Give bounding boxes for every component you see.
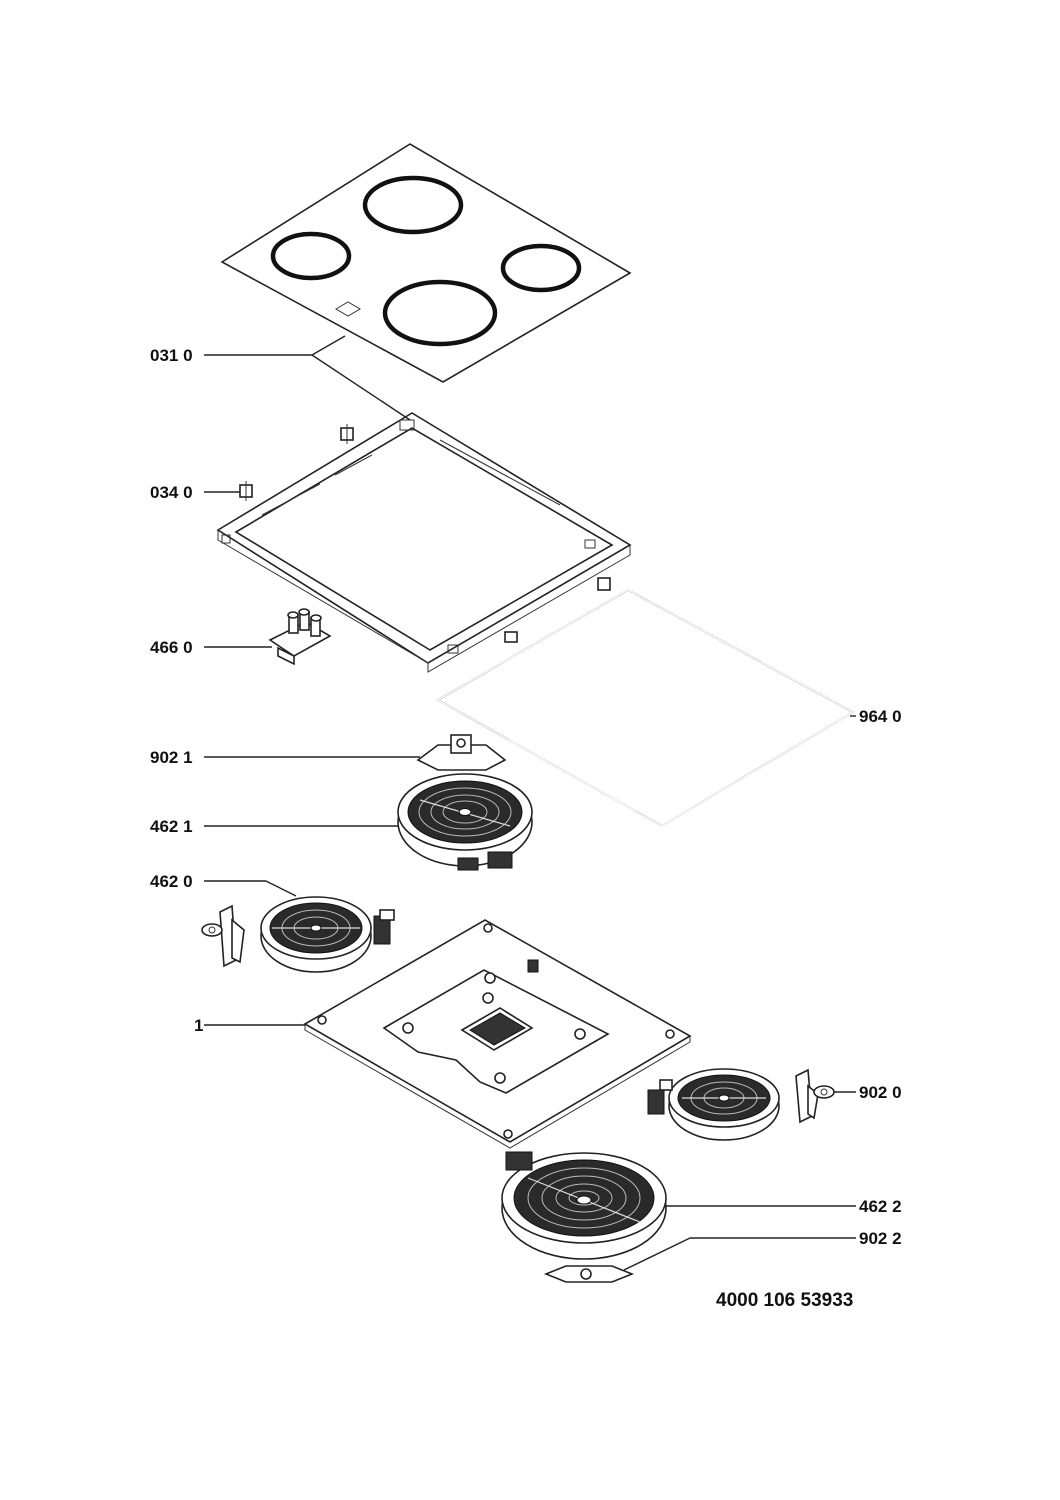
label-462-2: 462 2 xyxy=(859,1197,902,1216)
heating-element-462-2 xyxy=(501,1151,667,1260)
bracket-left xyxy=(201,904,245,968)
label-031-0: 031 0 xyxy=(150,346,193,365)
label-462-0: 462 0 xyxy=(150,872,193,891)
clip-034-0-b xyxy=(239,481,253,501)
clip-034-0-a xyxy=(340,424,354,444)
label-902-0: 902 0 xyxy=(859,1083,902,1102)
label-466-0: 466 0 xyxy=(150,638,193,657)
glass-top-031-0 xyxy=(220,143,632,383)
label-964-0: 964 0 xyxy=(859,707,902,726)
gasket-964-0 xyxy=(436,589,855,827)
terminal-block-466-0 xyxy=(268,608,332,666)
label-462-1: 462 1 xyxy=(150,817,193,836)
heating-element-462-1 xyxy=(397,773,533,871)
label-902-1: 902 1 xyxy=(150,748,193,767)
cooktop-frame xyxy=(216,412,632,673)
bracket-902-1 xyxy=(416,734,507,771)
base-tray-1 xyxy=(303,919,692,1149)
label-902-2: 902 2 xyxy=(859,1229,902,1248)
bracket-902-0 xyxy=(795,1068,835,1124)
leader-lines xyxy=(204,335,856,1271)
bracket-902-2 xyxy=(543,1265,635,1283)
drawing-code: 4000 106 53933 xyxy=(716,1290,853,1311)
label-1: 1 xyxy=(194,1016,203,1035)
label-034-0: 034 0 xyxy=(150,483,193,502)
heating-element-lower-right xyxy=(647,1068,780,1141)
heating-element-462-0 xyxy=(260,896,395,973)
small-clips-frame xyxy=(504,577,611,643)
